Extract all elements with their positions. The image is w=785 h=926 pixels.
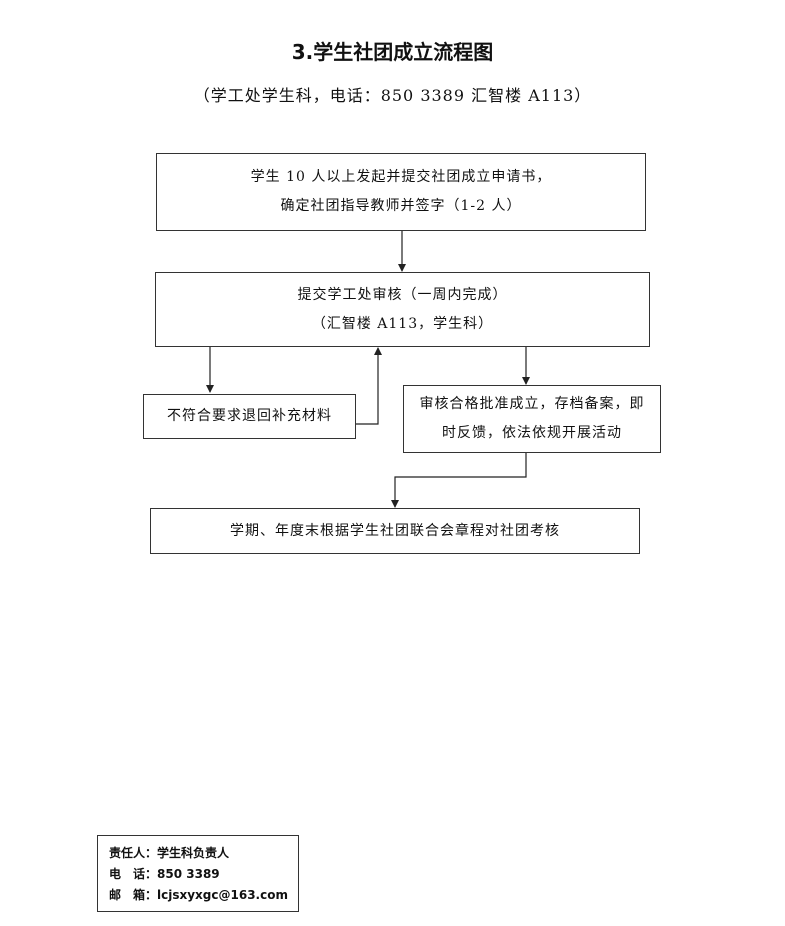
contact-phone-row: 电 话：850 3389 xyxy=(109,864,298,885)
contact-email-row: 邮 箱：lcjsxyxgc@163.com xyxy=(109,885,298,906)
page-title: 3.学生社团成立流程图 xyxy=(291,40,494,64)
page-subtitle: （学工处学生科，电话：850 3389 汇智楼 A113） xyxy=(193,86,592,105)
step-assess-line1: 学期、年度末根据学生社团联合会章程对社团考核 xyxy=(230,522,560,539)
contact-box: 责任人：学生科负责人 电 话：850 3389 邮 箱：lcjsxyxgc@16… xyxy=(97,835,299,912)
contact-phone-label: 电 话： xyxy=(109,867,158,881)
contact-email-value: lcjsxyxgc@163.com xyxy=(157,888,288,902)
contact-person-value: 学生科负责人 xyxy=(157,846,230,860)
step-reject-line1: 不符合要求退回补充材料 xyxy=(167,408,332,424)
arrow-reject-back-to-review xyxy=(356,347,382,425)
step-reject-box: 不符合要求退回补充材料 xyxy=(143,394,356,439)
contact-email-label: 邮 箱： xyxy=(109,888,158,902)
step-apply-line1: 学生 10 人以上发起并提交社团成立申请书， xyxy=(250,169,552,185)
step-approve-line1: 审核合格批准成立，存档备案，即 xyxy=(419,396,645,412)
contact-person-row: 责任人：学生科负责人 xyxy=(109,843,298,864)
step-review-line2: （汇智楼 A113，学生科） xyxy=(311,315,494,332)
step-apply-box: 学生 10 人以上发起并提交社团成立申请书， 确定社团指导教师并签字（1-2 人… xyxy=(156,153,646,231)
contact-person-label: 责任人： xyxy=(109,846,158,860)
step-review-line1: 提交学工处审核（一周内完成） xyxy=(297,286,508,303)
contact-phone-value: 850 3389 xyxy=(157,867,220,881)
step-approve-box: 审核合格批准成立，存档备案，即 时反馈，依法依规开展活动 xyxy=(403,385,661,453)
step-assess-box: 学期、年度末根据学生社团联合会章程对社团考核 xyxy=(150,508,640,554)
step-review-box: 提交学工处审核（一周内完成） （汇智楼 A113，学生科） xyxy=(155,272,650,347)
step-apply-line2: 确定社团指导教师并签字（1-2 人） xyxy=(280,198,522,214)
arrow-approve-to-assess xyxy=(391,453,527,508)
step-approve-line2: 时反馈，依法依规开展活动 xyxy=(442,425,622,441)
